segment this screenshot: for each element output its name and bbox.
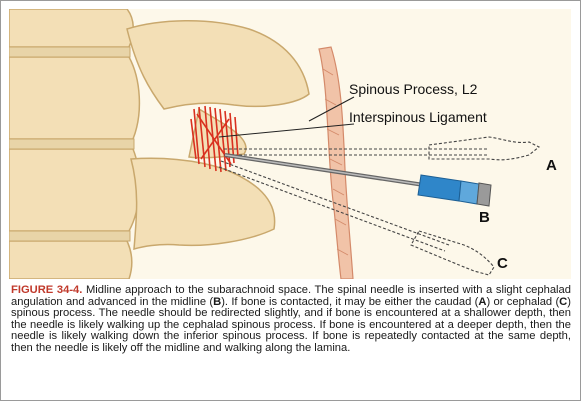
- figure-number: FIGURE 34-4.: [11, 284, 82, 296]
- label-interspinous-ligament: Interspinous Ligament: [349, 109, 487, 125]
- figure-caption: FIGURE 34-4. Midline approach to the sub…: [11, 285, 571, 355]
- vertebral-body-bottom: [9, 149, 139, 231]
- caption-text-3: ) or cephalad (: [486, 296, 559, 308]
- spine-illustration: Spinous Process, L2 Interspinous Ligamen…: [9, 9, 571, 279]
- vertebral-body-top: [9, 9, 133, 47]
- label-needle-c: C: [497, 255, 508, 272]
- needle-b-hub: [418, 175, 461, 201]
- label-needle-a: A: [546, 157, 557, 174]
- label-needle-b: B: [479, 209, 490, 226]
- needle-b-cap: [477, 183, 491, 206]
- vertebral-body-middle: [9, 57, 139, 139]
- spine-diagram: [9, 9, 571, 279]
- spinous-process-lower: [131, 158, 275, 249]
- needle-a-outline: [224, 137, 539, 160]
- caption-ref-b: B: [213, 296, 221, 308]
- label-spinous-process: Spinous Process, L2: [349, 81, 477, 97]
- skin-layer: [319, 47, 353, 279]
- caption-text-2: ). If bone is contacted, it may be eithe…: [221, 296, 478, 308]
- spinous-process-upper: [127, 21, 309, 109]
- vertebral-body-base: [9, 241, 132, 279]
